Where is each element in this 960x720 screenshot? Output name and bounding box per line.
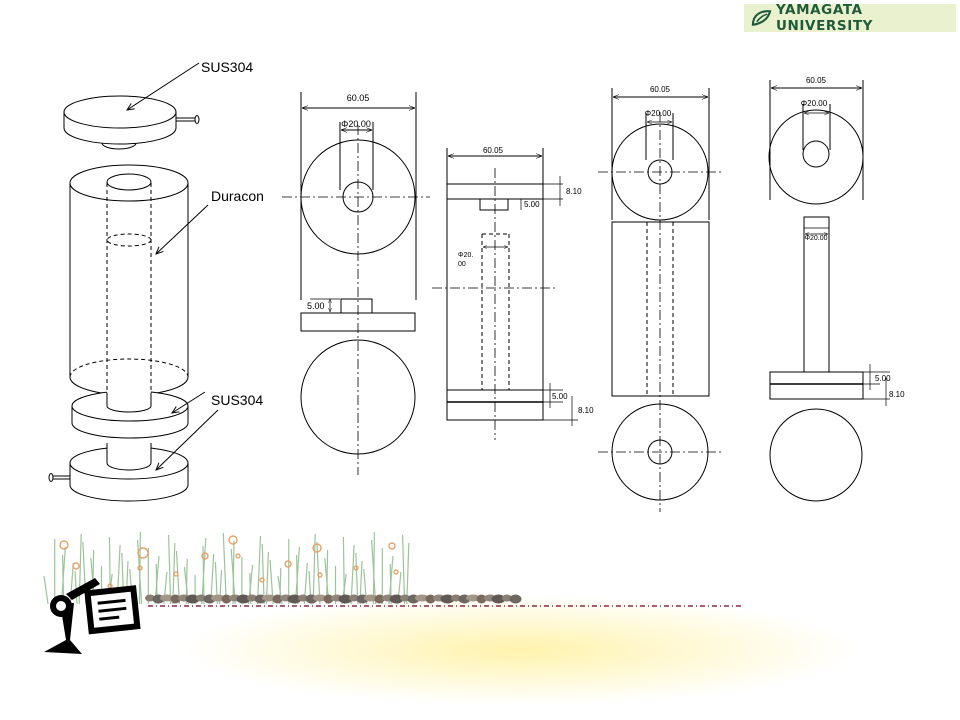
view2-top-sub-dim: 5.00 (524, 200, 540, 209)
flower-bud (388, 542, 396, 550)
pebble (502, 594, 512, 602)
logo-text: YAMAGATA UNIVERSITY (775, 2, 874, 34)
top-cap (63, 95, 200, 150)
grass-blade (78, 533, 82, 605)
flower-bud (353, 565, 359, 571)
view2-width-dim: 60.05 (483, 146, 504, 155)
flower-bud (284, 560, 292, 568)
duracon-cylinder (69, 164, 189, 396)
flower-bud (259, 577, 265, 583)
pebble (262, 594, 276, 602)
flower-bud (228, 535, 238, 545)
view4-base-dim-2: 8.10 (889, 390, 905, 399)
view2-bottom-dim-2: 8.10 (578, 406, 594, 415)
flower-bud (312, 543, 322, 553)
view4-hole-dim: Φ20.00 (801, 99, 828, 108)
pebble (400, 594, 410, 602)
pebble (425, 594, 436, 604)
grass-blade (402, 534, 406, 605)
flower-bud (173, 571, 179, 577)
flower-bud (137, 565, 143, 571)
view4-rod-dim: Φ20.00 (804, 235, 827, 242)
flower-bud (137, 547, 149, 559)
pebble-row (145, 594, 522, 604)
flower-bud (59, 540, 69, 550)
assembly-callouts (127, 62, 219, 470)
grass-blade (43, 575, 49, 605)
flower-bud (201, 552, 209, 560)
pebble (196, 594, 206, 602)
drawing-view-1 (282, 92, 430, 475)
pebble (185, 594, 200, 604)
pebble (476, 594, 487, 604)
view3-hole-dim: Φ20.00 (645, 109, 672, 118)
flower-bud (393, 569, 399, 575)
notepad-pin-icon (44, 578, 141, 654)
pebble (247, 594, 257, 602)
drawing-view-2 (432, 148, 578, 440)
pebble (211, 594, 225, 602)
grass-blade (137, 539, 143, 605)
pebble (170, 594, 181, 604)
flower-bud (72, 562, 80, 570)
pebble (491, 594, 506, 604)
university-logo: YAMAGATA UNIVERSITY (744, 2, 956, 34)
pebble (364, 594, 378, 602)
grass-blade (256, 535, 262, 605)
flower-decoration (59, 535, 399, 589)
grass-blade (222, 532, 227, 605)
pebble (160, 594, 174, 602)
label-sus304-bottom: SUS304 (211, 392, 263, 408)
bottom-base (48, 443, 189, 502)
view4-base-dim-1: 5.00 (875, 374, 891, 383)
pebble (440, 594, 455, 604)
drawing-view-3 (598, 88, 722, 512)
pebble (466, 594, 480, 602)
view2-top-dim: 8.10 (566, 187, 582, 196)
view2-hole-dim-1: Φ20. (458, 252, 473, 259)
leaf-mark-icon (751, 10, 772, 26)
pebble (349, 594, 359, 602)
pebble (221, 594, 232, 604)
view3-width-dim: 60.05 (650, 85, 671, 94)
footer-decoration (43, 531, 860, 705)
pebble (298, 594, 308, 602)
label-sus304-top: SUS304 (201, 59, 253, 75)
pebble (415, 594, 429, 602)
flower-bud (317, 572, 323, 578)
grass-blade (168, 534, 172, 605)
grass-blade (277, 575, 283, 605)
pebble (451, 594, 461, 602)
grass-blade (74, 570, 78, 605)
view2-bottom-dim-1: 5.00 (552, 392, 568, 401)
pebble (338, 594, 353, 604)
middle-disk (71, 386, 189, 439)
flower-bud (235, 553, 241, 559)
view1-width-dim: 60.05 (347, 93, 370, 103)
pebble (509, 594, 522, 604)
view2-hole-dim-2: 00 (458, 261, 466, 268)
pebble (374, 594, 385, 604)
pebble (313, 594, 327, 602)
label-duracon: Duracon (211, 188, 264, 204)
grass-blade (249, 572, 252, 605)
view4-width-dim: 60.05 (806, 76, 827, 85)
pebble (236, 594, 251, 604)
view1-thickness-dim: 5.00 (307, 301, 325, 311)
view1-hole-dim: Φ20.00 (341, 119, 371, 129)
pebble (272, 594, 283, 604)
pebble (145, 594, 155, 602)
pebble (287, 594, 302, 604)
pebble (323, 594, 334, 604)
pebble (389, 594, 404, 604)
grass-blade (163, 571, 168, 605)
assembly-illustration (48, 95, 200, 502)
drawing-view-4 (768, 80, 890, 502)
